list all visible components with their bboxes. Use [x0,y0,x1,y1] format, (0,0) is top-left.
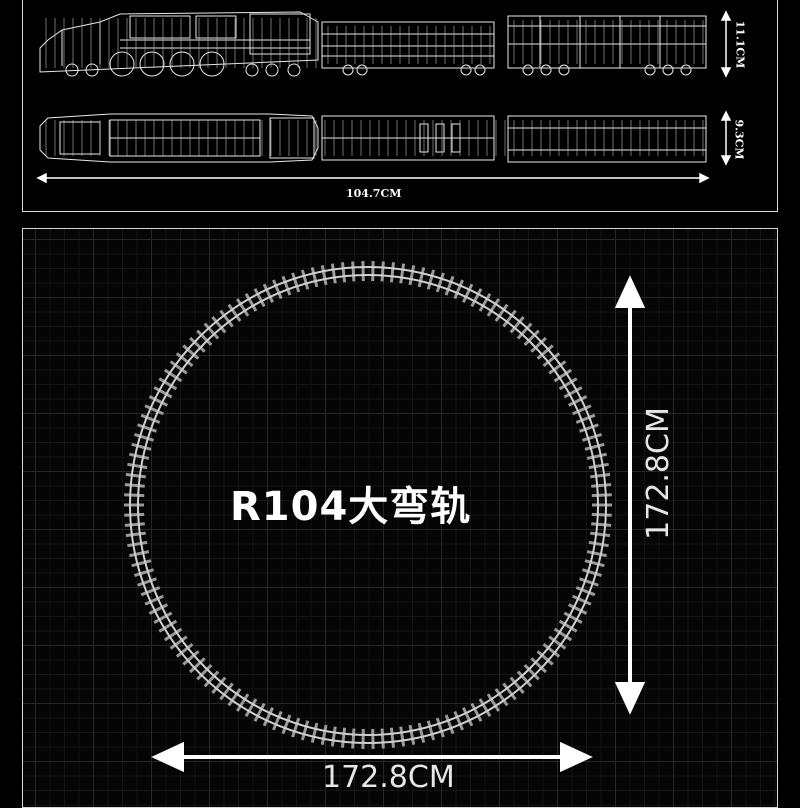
track-tie [446,276,453,295]
track-tie [446,715,453,734]
track-tie [125,524,145,526]
track-tie [132,561,151,566]
track-tie [437,273,443,292]
train-detail-marks [46,18,703,156]
track-tie [582,570,601,576]
track-tie [391,728,393,748]
track-tie [580,579,599,586]
track-tie [138,579,157,586]
track-tie [401,264,404,284]
track-tie [353,729,354,749]
track-tie [134,434,153,440]
track-tie [428,270,433,289]
track-tie [382,729,383,749]
track-tie [332,264,335,284]
track-tie [332,727,335,747]
track-tie [126,474,146,477]
track-title: R104大弯轨 [230,474,471,532]
track-tie [134,570,153,576]
track-tie [585,561,604,566]
track-tie [312,723,317,742]
track-tie [302,270,307,289]
track-tie [591,524,611,526]
track-tie [129,454,149,458]
track-tie [322,725,326,745]
track-height-label: 172.8CM [641,407,676,540]
track-tie [293,273,299,292]
track-tie [141,587,160,594]
track-tie [437,718,443,737]
track-tie [283,276,290,295]
track-tie [589,464,609,467]
track-tie [342,262,344,282]
track-tie [322,265,326,285]
track-tie [401,727,404,747]
locomotive-length-arrow [38,174,708,182]
track-tie [590,474,610,477]
locomotive-width-arrow [722,112,730,164]
track-tie [428,721,433,740]
track-height-arrow [618,280,642,710]
track-tie [293,718,299,737]
track-tie [129,552,149,556]
track-tie [419,723,424,742]
track-tie [312,267,317,286]
track-tie [592,495,612,496]
track-tie [590,533,610,536]
track-tie [587,454,607,458]
track-tie [342,728,344,748]
track-tie [576,415,595,422]
engine-wheels [66,52,300,76]
track-tie [576,587,595,594]
track-tie [410,725,414,745]
locomotive-width-label: 9.3CM [733,119,746,159]
track-tie [410,265,414,285]
track-tie [391,262,393,282]
track-tie [591,485,611,487]
track-tie [419,267,424,286]
track-tie [582,434,601,440]
track-tie [127,464,147,467]
track-tie [353,261,354,281]
track-tie [283,715,290,734]
track-tie [141,415,160,422]
track-tie [124,495,144,496]
locomotive-height-arrow [722,12,730,76]
track-width-label: 172.8CM [322,760,455,795]
track-tie [580,425,599,432]
track-tie [382,261,383,281]
track-tie [132,444,151,449]
track-tie [592,514,612,515]
track-tie [127,542,147,545]
locomotive-top-view [40,114,706,162]
track-tie [587,552,607,556]
track-tie [138,425,157,432]
track-tie [585,444,604,449]
track-tie [589,542,609,545]
track-tie [302,721,307,740]
track-tie [126,533,146,536]
locomotive-height-label: 11.1CM [733,21,746,69]
track-tie [124,514,144,515]
locomotive-length-label: 104.7CM [346,187,401,200]
track-tie [125,485,145,487]
